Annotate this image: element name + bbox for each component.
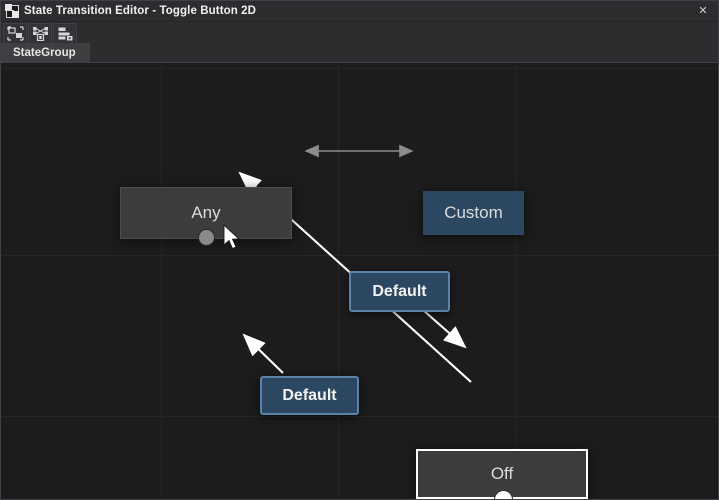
mouse-pointer-icon <box>223 224 241 250</box>
grid-line-horizontal <box>1 68 718 69</box>
close-icon[interactable]: ✕ <box>698 5 708 17</box>
add-transition-button[interactable] <box>28 22 52 44</box>
transition-label-text: Default <box>282 386 337 404</box>
add-state-button[interactable] <box>3 22 27 44</box>
properties-button[interactable] <box>53 22 77 44</box>
edge-default1-off <box>422 309 467 349</box>
transition-label-default-1[interactable]: Default <box>349 271 450 312</box>
tab-stategroup[interactable]: StateGroup <box>1 43 90 62</box>
window-title: State Transition Editor - Toggle Button … <box>24 5 257 17</box>
transition-label-default-2[interactable]: Default <box>260 376 359 415</box>
grid-line-vertical <box>515 63 516 499</box>
transition-graph-icon <box>32 26 49 41</box>
state-node-label: Off <box>490 464 514 483</box>
list-settings-icon <box>57 26 74 41</box>
toolbar <box>1 22 718 44</box>
grid-line-horizontal <box>1 255 718 256</box>
grid-line-vertical <box>338 63 339 499</box>
state-node-icon <box>6 25 24 41</box>
graph-canvas[interactable]: Any Custom Off Default Default <box>1 63 718 499</box>
state-node-label: Any <box>191 203 221 222</box>
title-bar[interactable]: State Transition Editor - Toggle Button … <box>1 1 718 22</box>
grid-line-horizontal <box>1 416 718 417</box>
state-node-label: Custom <box>444 203 503 222</box>
state-transition-editor-icon <box>5 4 19 18</box>
state-handle-any[interactable] <box>198 229 215 246</box>
state-node-custom[interactable]: Custom <box>423 191 524 235</box>
transition-label-text: Default <box>372 282 427 300</box>
state-node-any[interactable]: Any <box>120 187 292 239</box>
edge-default2-up <box>242 333 284 374</box>
tab-strip: StateGroup <box>1 43 718 63</box>
grid-line-vertical <box>161 63 162 499</box>
